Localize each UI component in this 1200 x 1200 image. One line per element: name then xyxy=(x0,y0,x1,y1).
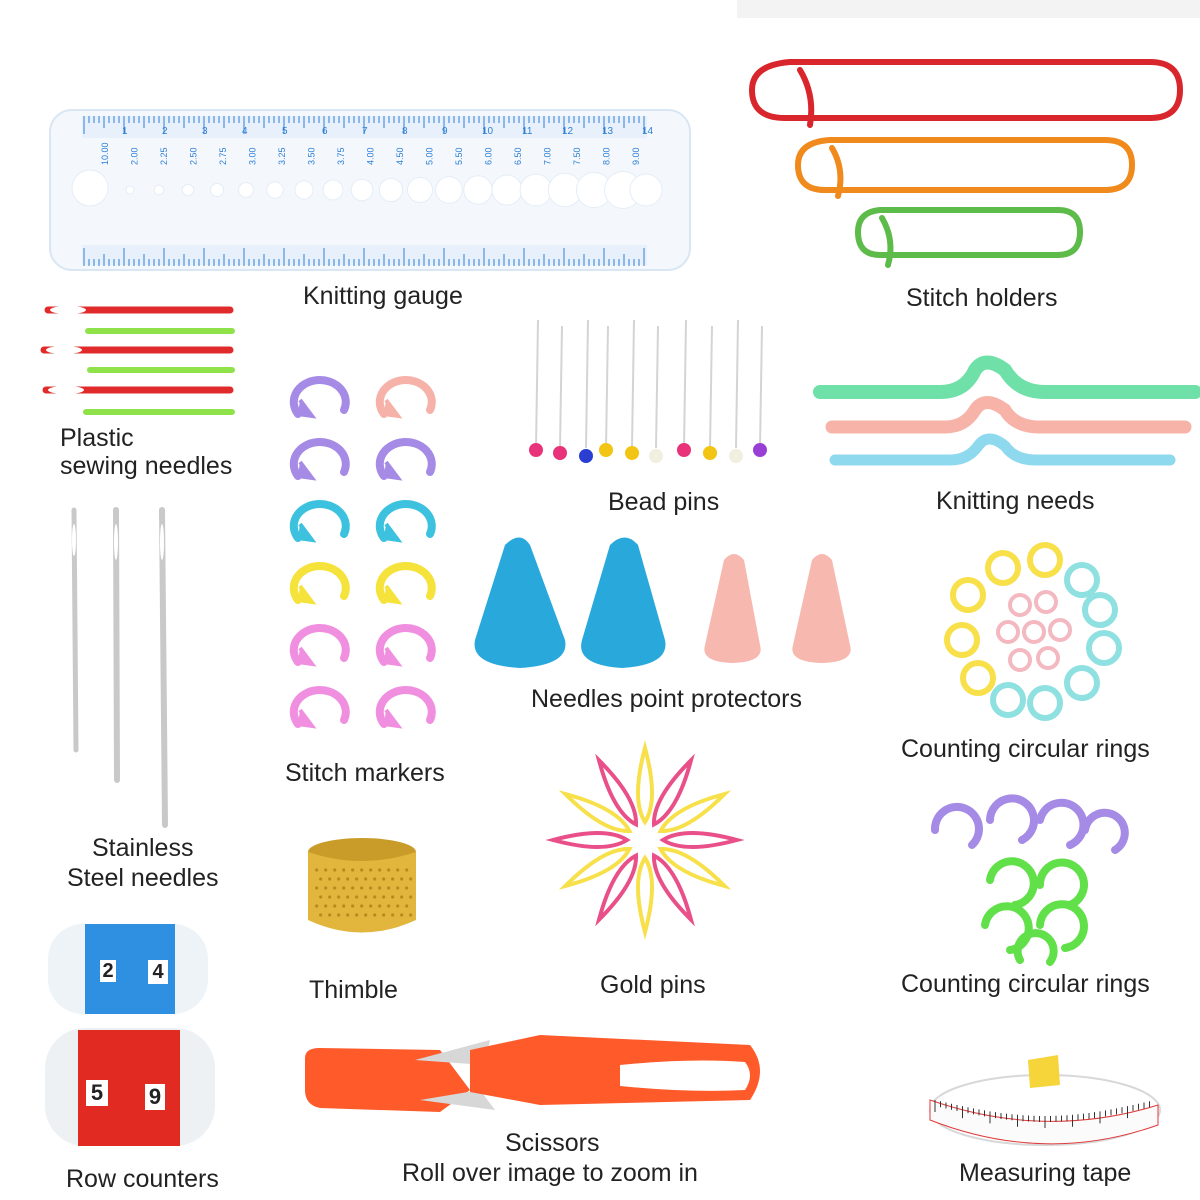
gauge-ticks-bottom xyxy=(83,248,645,266)
bead-pins xyxy=(529,319,767,463)
gauge-mm-size: 5.00 xyxy=(425,147,435,165)
gauge-mm-size: 3.25 xyxy=(277,147,287,165)
gauge-mm-size: 7.50 xyxy=(572,147,582,165)
gauge-sizes: 10.00 2.00 2.25 2.50 2.75 3.00 3.25 3.50 3.75 4.0… xyxy=(100,142,641,165)
gauge-ticks-top xyxy=(83,116,645,134)
label-scissors: Scissors xyxy=(505,1129,600,1157)
label-plastic-line1: Plastic xyxy=(60,424,134,452)
measuring-tape xyxy=(929,1055,1161,1146)
stitch-holder-orange xyxy=(794,137,1136,199)
row-counter-blue-digit-2: 4 xyxy=(152,961,164,983)
gauge-mm-size: 3.75 xyxy=(336,147,346,165)
thimble xyxy=(308,838,416,933)
gauge-ruler-number: 10 xyxy=(482,126,494,137)
gauge-mm-size: 7.00 xyxy=(543,147,553,165)
gauge-ruler-number: 13 xyxy=(602,126,614,137)
row-counter-blue xyxy=(48,924,208,1014)
gauge-mm-size: 5.50 xyxy=(454,147,464,165)
gauge-mm-size: 4.00 xyxy=(366,147,376,165)
counting-rings-2 xyxy=(930,794,1129,966)
label-plastic-line2: sewing needles xyxy=(60,452,233,480)
gauge-mm-size: 2.50 xyxy=(189,147,199,165)
gauge-mm-size: 2.75 xyxy=(218,147,228,165)
zoom-hint[interactable]: Roll over image to zoom in xyxy=(402,1159,698,1187)
gauge-ruler-number: 3 xyxy=(202,126,208,137)
gauge-mm-size: 10.00 xyxy=(100,142,110,165)
stitch-holder-green xyxy=(854,207,1084,268)
gauge-mm-size: 2.00 xyxy=(130,147,140,165)
label-counting-rings-1: Counting circular rings xyxy=(901,735,1150,763)
row-counter-red-digit-2: 9 xyxy=(148,1084,162,1109)
label-thimble: Thimble xyxy=(309,976,398,1004)
label-measuring-tape: Measuring tape xyxy=(959,1159,1132,1187)
gauge-mm-size: 9.00 xyxy=(631,147,641,165)
gauge-ruler-number: 14 xyxy=(642,126,654,137)
counting-rings-1 xyxy=(944,542,1122,721)
stitch-markers xyxy=(289,376,436,729)
gauge-ruler-number: 11 xyxy=(522,126,533,137)
label-bead-pins: Bead pins xyxy=(608,488,720,516)
gauge-ruler-number: 4 xyxy=(242,126,248,137)
label-point-protectors: Needles point protectors xyxy=(531,685,802,713)
gauge-ruler-number: 1 xyxy=(122,126,128,137)
stitch-holders xyxy=(748,59,1184,268)
row-counter-red xyxy=(45,1028,215,1146)
gauge-mm-size: 8.00 xyxy=(602,147,612,165)
label-knitting-gauge: Knitting gauge xyxy=(303,282,463,310)
stainless-steel-needles xyxy=(71,507,168,828)
gauge-mm-size: 3.50 xyxy=(307,147,317,165)
gauge-mm-size: 3.00 xyxy=(248,147,258,165)
gold-pins xyxy=(545,740,745,940)
label-row-counters: Row counters xyxy=(66,1165,219,1193)
gauge-mm-size: 2.25 xyxy=(159,147,169,165)
gauge-holes xyxy=(71,169,663,209)
gauge-mm-size: 4.50 xyxy=(395,147,405,165)
tape-ticks xyxy=(934,1100,1150,1128)
label-stitch-markers: Stitch markers xyxy=(285,759,445,787)
gauge-ruler-number: 9 xyxy=(442,126,448,137)
gauge-ruler-number: 12 xyxy=(562,126,574,137)
gauge-ruler-number: 2 xyxy=(162,126,168,137)
gauge-ruler-number: 7 xyxy=(362,126,368,137)
stitch-holder-red xyxy=(748,59,1184,128)
top-strip xyxy=(737,0,1200,18)
gauge-ruler-number: 6 xyxy=(322,126,328,137)
gauge-ruler-number: 5 xyxy=(282,126,288,137)
label-knitting-needs: Knitting needs xyxy=(936,487,1095,515)
gauge-mm-size: 6.00 xyxy=(484,147,494,165)
label-steel-line1: Stainless xyxy=(92,834,194,862)
cable-needles xyxy=(813,355,1200,466)
gauge-mm-size: 6.50 xyxy=(513,147,523,165)
scissors xyxy=(305,1035,760,1112)
label-stitch-holders: Stitch holders xyxy=(906,284,1058,312)
row-counter-blue-digit-1: 2 xyxy=(102,960,114,982)
needle-point-protectors xyxy=(474,537,851,668)
plastic-sewing-needles xyxy=(40,306,235,415)
label-steel-line2: Steel needles xyxy=(67,864,219,892)
row-counter-red-digit-1: 5 xyxy=(90,1080,104,1105)
label-counting-rings-2: Counting circular rings xyxy=(901,970,1150,998)
gauge-ruler-number: 8 xyxy=(402,126,408,137)
label-gold-pins: Gold pins xyxy=(600,971,706,999)
thimble-dimples xyxy=(315,868,413,917)
